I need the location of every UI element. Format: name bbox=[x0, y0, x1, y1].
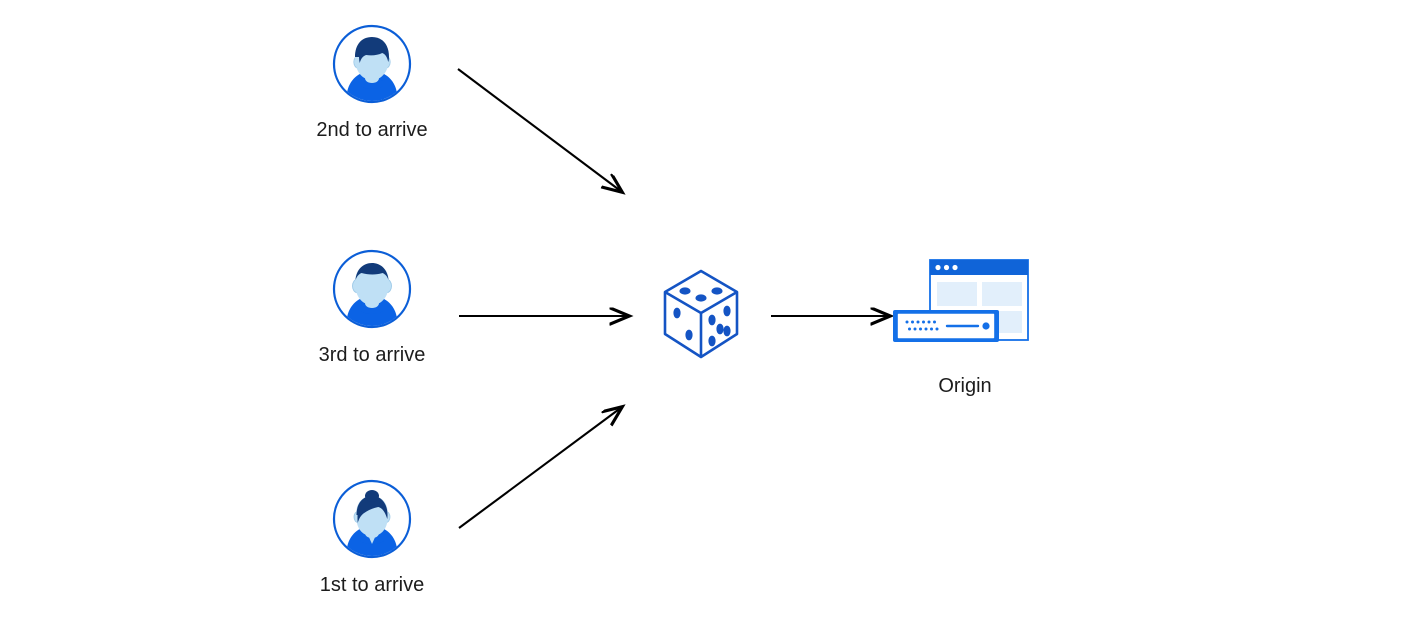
server-appliance-icon bbox=[893, 310, 999, 342]
node-randomizer[interactable] bbox=[655, 265, 747, 365]
user-avatar-icon bbox=[332, 479, 412, 559]
arrow-person-bottom-to-dice bbox=[458, 407, 622, 529]
node-person-middle[interactable]: 3rd to arrive bbox=[292, 249, 452, 367]
node-label-person-top: 2nd to arrive bbox=[316, 119, 428, 141]
dice-icon bbox=[655, 265, 747, 365]
node-label-person-middle: 3rd to arrive bbox=[318, 344, 426, 366]
node-person-top[interactable]: 2nd to arrive bbox=[292, 24, 452, 142]
node-person-bottom[interactable]: 1st to arrive bbox=[292, 479, 452, 597]
node-origin[interactable]: Origin bbox=[885, 252, 1045, 398]
node-label-origin: Origin bbox=[938, 375, 992, 397]
user-avatar-icon bbox=[332, 24, 412, 104]
arrow-person-top-to-dice bbox=[457, 68, 622, 192]
origin-server-icon bbox=[885, 252, 1045, 362]
node-label-person-bottom: 1st to arrive bbox=[319, 574, 425, 596]
user-avatar-icon bbox=[332, 249, 412, 329]
